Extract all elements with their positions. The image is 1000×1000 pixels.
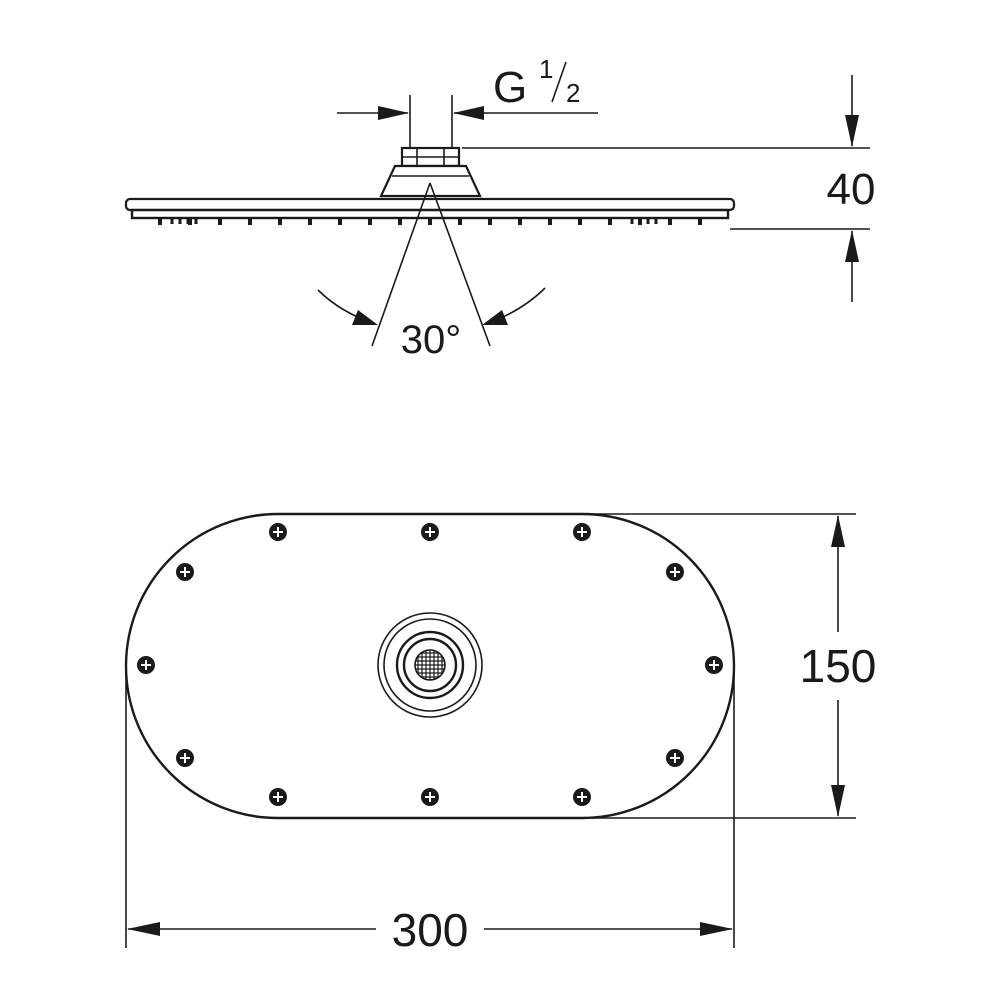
screw <box>666 749 684 767</box>
nozzle <box>308 218 312 225</box>
nozzle <box>248 218 252 225</box>
nozzle <box>428 218 432 225</box>
screw <box>137 656 155 674</box>
center-ring-core <box>402 637 458 693</box>
nozzle <box>608 218 612 225</box>
nozzle <box>488 218 492 225</box>
nozzle <box>518 218 522 225</box>
nozzle <box>638 218 642 224</box>
nozzle <box>698 218 702 225</box>
filter-grid <box>415 650 445 680</box>
nozzle <box>646 218 650 224</box>
nozzle <box>194 218 198 224</box>
screw <box>176 749 194 767</box>
angle-label: 30° <box>401 318 462 362</box>
thread-arrow-left <box>378 106 409 120</box>
nozzle <box>218 218 222 225</box>
thread-arrow-right <box>453 106 484 120</box>
width-arrow-right <box>700 922 733 936</box>
swivel-line-left <box>371 182 431 347</box>
nozzle <box>578 218 582 225</box>
depth-label: 150 <box>800 640 877 692</box>
nozzle <box>186 218 190 224</box>
swivel-line-right <box>429 182 491 347</box>
center-ring <box>383 618 477 712</box>
center-ring-outer <box>377 612 483 718</box>
nozzle <box>458 218 462 225</box>
screw <box>421 523 439 541</box>
nozzle-face <box>130 208 730 220</box>
side-view: 30° G 1 2 40 <box>124 54 876 362</box>
nozzle <box>178 218 182 224</box>
nozzle <box>548 218 552 225</box>
nozzle <box>338 218 342 225</box>
width-arrow-left <box>127 922 160 936</box>
nozzle <box>278 218 282 225</box>
nozzle <box>188 218 192 225</box>
nozzle <box>398 218 402 225</box>
screw <box>421 788 439 806</box>
top-view: 150 300 <box>124 512 877 956</box>
screw <box>705 656 723 674</box>
width-label: 300 <box>392 904 469 956</box>
screw <box>269 523 287 541</box>
nozzle <box>668 218 672 225</box>
height-label: 40 <box>827 165 876 214</box>
ball-joint-housing <box>379 164 482 198</box>
nozzle <box>368 218 372 225</box>
thread-denominator: 2 <box>566 78 580 108</box>
depth-arrow-bottom <box>831 785 845 817</box>
screw <box>573 523 591 541</box>
height-arrow-bottom <box>845 230 859 262</box>
nozzle <box>654 218 658 224</box>
thread-fraction-slash <box>551 61 567 103</box>
nozzle <box>158 218 162 225</box>
shower-plate <box>124 197 736 212</box>
nozzle-row <box>158 218 702 225</box>
angle-arrow-left <box>352 310 378 325</box>
depth-arrow-top <box>831 515 845 547</box>
screw <box>573 788 591 806</box>
nozzle <box>170 218 174 224</box>
screw <box>176 563 194 581</box>
height-arrow-top <box>845 115 859 147</box>
angle-arrow-right <box>482 310 508 325</box>
center-ring-inner <box>395 630 465 700</box>
screw <box>269 788 287 806</box>
thread-numerator: 1 <box>539 54 553 84</box>
screw <box>666 563 684 581</box>
screw-group <box>137 523 723 806</box>
thread-main-label: G <box>493 63 527 112</box>
nozzle <box>630 218 634 224</box>
